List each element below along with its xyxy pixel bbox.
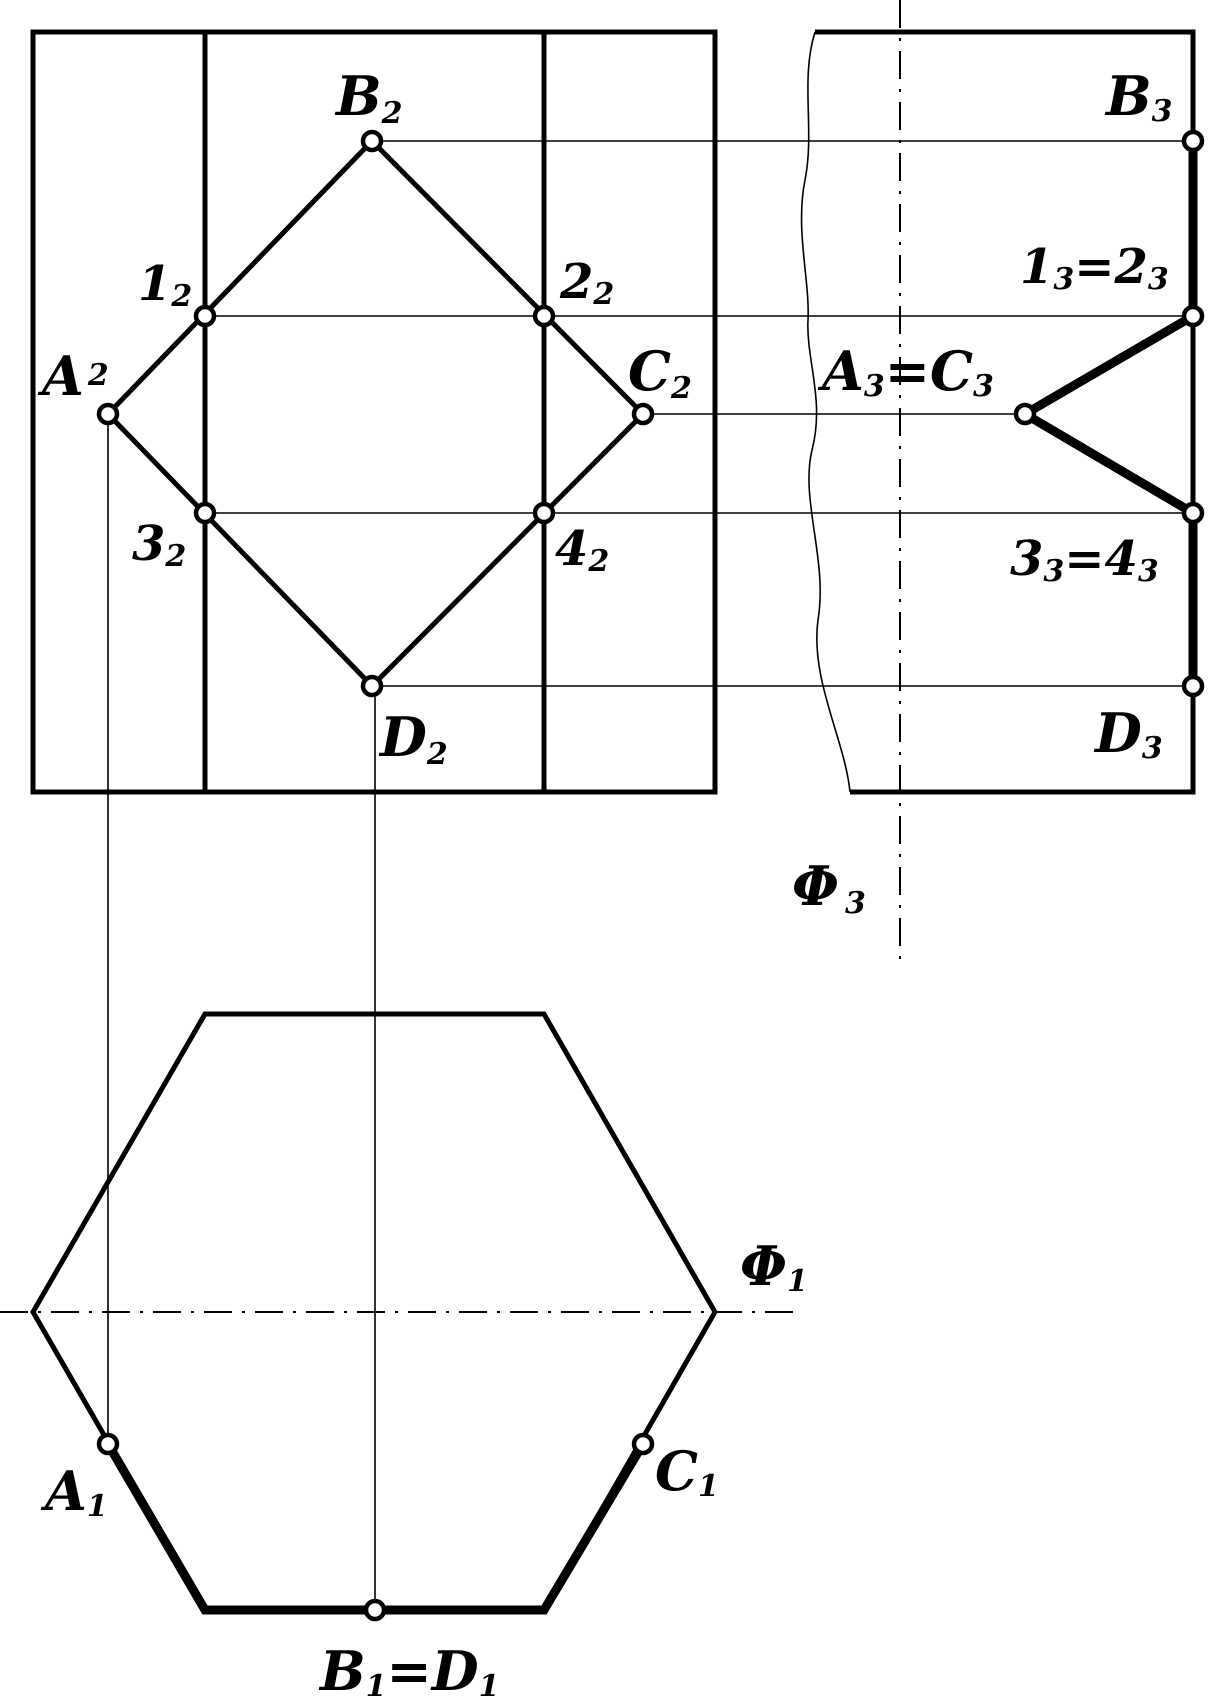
label-b2: B2	[334, 64, 403, 131]
label-32: 32	[132, 516, 186, 574]
label-c2: C2	[628, 339, 692, 406]
point-33-43	[1181, 501, 1205, 525]
point-32	[193, 501, 217, 525]
point-a1	[96, 1432, 120, 1456]
point-c2	[631, 402, 655, 426]
point-d2	[360, 674, 384, 698]
label-d3: D3	[1093, 701, 1163, 766]
point-d3	[1181, 674, 1205, 698]
side-view-outline	[815, 29, 1196, 795]
point-13-23	[1181, 304, 1205, 328]
point-c1	[631, 1432, 655, 1456]
label-a1: A1	[40, 1459, 108, 1524]
label-12: 12	[138, 256, 192, 314]
label-22: 22	[559, 254, 614, 312]
point-42	[532, 501, 556, 525]
side-view-break-line	[800, 31, 851, 793]
point-a3-c3	[1013, 402, 1037, 426]
label-phi1: Φ1	[740, 1234, 808, 1299]
label-b3: B3	[1104, 64, 1173, 129]
label-13-23: 13=23	[1020, 239, 1169, 297]
point-b1-d1	[363, 1598, 387, 1622]
side-section-v	[1016, 312, 1196, 517]
label-33-43: 33=43	[1010, 531, 1159, 589]
point-b3	[1181, 129, 1205, 153]
point-22	[532, 304, 556, 328]
point-a2	[96, 402, 120, 426]
front-section-outline	[104, 137, 647, 690]
point-b2	[360, 129, 384, 153]
label-b1-d1: B1=D1	[318, 1639, 499, 1700]
label-42: 42	[555, 521, 609, 579]
front-view-frame	[30, 29, 718, 795]
label-a3-c3: A3=C3	[817, 339, 994, 404]
label-d2: D2	[378, 705, 448, 772]
point-12	[193, 304, 217, 328]
label-c1: C1	[655, 1439, 719, 1504]
